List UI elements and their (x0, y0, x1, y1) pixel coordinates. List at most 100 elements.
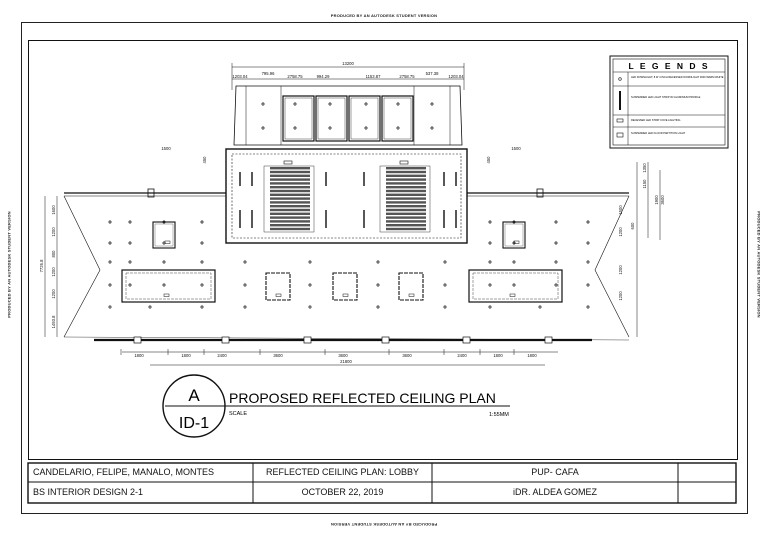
downlight-icon (554, 283, 558, 287)
downlight-icon (128, 220, 132, 224)
dim-top-8: 1203.04 (448, 74, 464, 79)
downlight-symbol-icon (618, 77, 622, 81)
side-dimensions: 7726.8 3600 16001200800120012001493.8135… (39, 162, 665, 337)
downlight-icon (108, 260, 112, 264)
plan-title-callout: A ID-1 PROPOSED REFLECTED CEILING PLAN S… (162, 374, 510, 438)
dim-top-7: 537.38 (426, 71, 439, 76)
downlight-icon (328, 126, 332, 130)
dim-top-2: 795.96 (262, 71, 275, 76)
watermark-top: PRODUCED BY AN AUTODESK STUDENT VERSION (330, 13, 438, 18)
dim-top-4: 994.29 (317, 74, 330, 79)
downlight-icon (128, 283, 132, 287)
linear-light-bar (386, 189, 426, 193)
linear-light-bar (270, 178, 310, 181)
downlight-icon (108, 283, 112, 287)
linear-light-bar (270, 216, 310, 219)
dim-bottom-8: 1800 (493, 353, 503, 358)
downlight-icon (488, 260, 492, 264)
dim-right-1: 1350 (642, 163, 647, 173)
partition-light-band (94, 336, 592, 344)
dim-bottom-9: 1800 (527, 353, 537, 358)
linear-light-bar (386, 227, 426, 231)
legend-row-4: SUSPENDED LED FLOOR PARTITION LIGHT (631, 131, 686, 135)
callout-sheet: ID-1 (179, 415, 209, 432)
linear-light-bar (270, 193, 310, 196)
linear-light-bar (386, 193, 426, 196)
linear-light-bar (270, 197, 310, 200)
downlight-icon (293, 126, 297, 130)
dim-right-5: 1200 (618, 227, 623, 237)
downlight-icon (512, 220, 516, 224)
partition-light-symbol-icon (616, 132, 624, 138)
downlight-icon (488, 283, 492, 287)
building-outline (63, 188, 630, 341)
downlight-icon (488, 220, 492, 224)
dim-top-6: 2758.75 (399, 74, 415, 79)
downlight-icon (243, 283, 247, 287)
legend-box: L E G E N D S LED DOWNLIGHT; 8 W 4 INCH … (609, 55, 729, 149)
dim-bottom-total: 21800 (340, 359, 352, 364)
downlight-icon (376, 305, 380, 309)
legend-row-1: LED DOWNLIGHT; 8 W 4 INCH RECESSED DOWNL… (631, 75, 724, 79)
downlight-icon (586, 283, 590, 287)
dim-right-8: 1200 (618, 291, 623, 301)
downlight-icon (488, 305, 492, 309)
linear-light-bar (386, 212, 426, 215)
dim-left-3: 800 (51, 250, 56, 258)
downlight-icon (430, 126, 434, 130)
dim-left-5: 1200 (51, 289, 56, 299)
title-block (27, 462, 737, 504)
downlight-icon (512, 283, 516, 287)
linear-light-bar (386, 205, 426, 208)
titleblock-school: PUP- CAFA (531, 467, 579, 477)
dim-right-3: 1900 (654, 195, 659, 205)
linear-light-bar (386, 201, 426, 204)
downlight-icon (200, 260, 204, 264)
dim-bottom-5: 3600 (338, 353, 348, 358)
scale-label: SCALE (229, 411, 247, 417)
dim-left-wing: 1500 (161, 146, 171, 151)
plan-title: PROPOSED REFLECTED CEILING PLAN (229, 390, 496, 406)
dim-bottom-4: 3600 (273, 353, 283, 358)
dim-top-1: 1203.04 (232, 74, 248, 79)
dim-left-6: 1493.8 (51, 315, 56, 328)
downlight-icon (364, 126, 368, 130)
downlight-icon (108, 305, 112, 309)
downlight-icon (554, 220, 558, 224)
downlight-icon (200, 241, 204, 245)
downlight-icon (443, 260, 447, 264)
linear-light-bar (270, 224, 310, 227)
cove-light-symbol-icon (616, 118, 624, 123)
downlight-icon (586, 220, 590, 224)
linear-light-bar (386, 186, 426, 189)
dim-left-4: 1200 (51, 267, 56, 277)
downlight-icon (108, 241, 112, 245)
dim-vert-right: 450 (486, 156, 491, 164)
linear-light-bar (386, 182, 426, 185)
upper-module (233, 85, 463, 146)
linear-light-bar (270, 167, 310, 170)
sheet-border (21, 22, 748, 514)
linear-light-bar (386, 178, 426, 181)
downlight-icon (162, 241, 166, 245)
downlight-icon (554, 241, 558, 245)
callout-letter: A (188, 386, 200, 405)
dim-top-5: 1153.87 (366, 74, 381, 79)
linear-light-bar (270, 189, 310, 193)
top-dimensions: 13200 1203.04 795.96 2758.75 994.29 1153… (161, 61, 521, 164)
downlight-icon (443, 305, 447, 309)
downlight-icon (162, 283, 166, 287)
titleblock-date: OCTOBER 22, 2019 (301, 487, 384, 497)
dim-right-2: 1150 (642, 179, 647, 189)
downlight-icon (396, 102, 400, 106)
linear-light-bar (386, 216, 426, 219)
linear-light-bar (270, 227, 310, 231)
downlight-icon (128, 241, 132, 245)
downlight-icon (488, 241, 492, 245)
dim-bottom-2: 1800 (181, 353, 191, 358)
linear-light-bar (270, 182, 310, 185)
dim-right-total: 3600 (660, 195, 665, 205)
downlight-icon (586, 305, 590, 309)
light-boxes (121, 221, 563, 303)
linear-light-bar (386, 174, 426, 177)
